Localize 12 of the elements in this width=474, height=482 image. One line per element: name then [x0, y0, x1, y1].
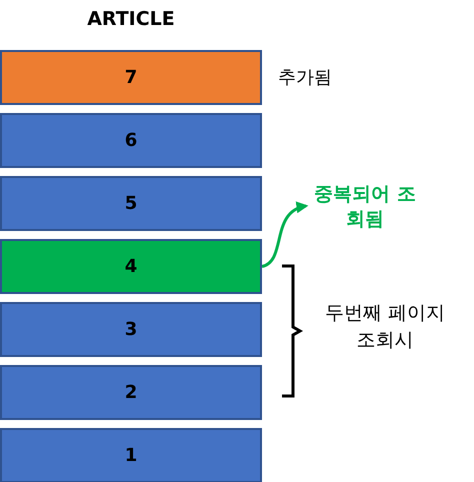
stack-box: 2 [0, 365, 262, 420]
diagram-title: ARTICLE [86, 8, 176, 30]
stack-box: 4 [0, 239, 262, 294]
arrow [261, 202, 308, 268]
bracket-label: 두번째 페이지 조회시 [324, 301, 446, 353]
stack-box: 5 [0, 176, 262, 231]
stack-box: 6 [0, 113, 262, 168]
note-text: 중복되어 조회됨 [310, 182, 420, 232]
stack-box: 1 [0, 428, 262, 482]
stack-box: 3 [0, 302, 262, 357]
side-note: 추가됨 [278, 66, 332, 89]
stack-box: 7 [0, 50, 262, 105]
